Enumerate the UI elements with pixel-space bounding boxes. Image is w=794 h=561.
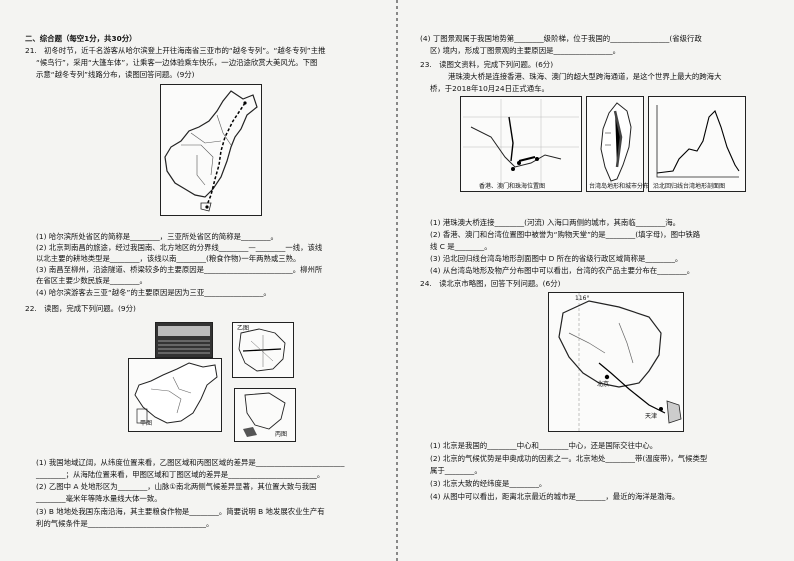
- q23-line: 23. 读图文资料，完成下列问题。(6分): [420, 60, 554, 69]
- jia-label: 甲图: [140, 420, 153, 427]
- q22-answer: ________毫米年等降水量线大体一致。: [36, 494, 162, 503]
- beijing-map: 116° 北京 天津: [548, 292, 684, 432]
- q23-answer: (3) 沿北回归线台湾岛地形剖面图中 D 所在的省级行政区域简称是_______…: [430, 254, 683, 263]
- tianjin-label: 天津: [645, 413, 658, 420]
- right-page: (4) 丁图景观属于我国地势第________级阶梯，位于我国的________…: [400, 0, 794, 561]
- q21-line: 示意“越冬专列”线路分布，读图回答问题。(9分): [36, 70, 195, 79]
- taiwan-map: 台湾岛地形和城市分布: [586, 96, 649, 192]
- q23-line: 桥，于2018年10月24日正式通车。: [430, 84, 549, 93]
- ding-photo: [155, 322, 213, 358]
- q21-answer: (1) 哈尔滨所处省区的简称是________，三亚所处省区的简称是______…: [36, 232, 278, 241]
- q22-answer: (3) B 地地处我国东南沿海，其主要粮食作物是________。简要说明 B …: [36, 507, 325, 516]
- q22-answer: 利的气候条件是________________________________。: [36, 519, 214, 528]
- bing-map: 丙图: [234, 388, 296, 442]
- q23-line: 港珠澳大桥是连接香港、珠海、澳门的超大型跨海通道，是这个世界上最大的跨海大: [448, 72, 722, 81]
- q22-answer: (1) 我国地域辽阔，从纬度位置来看，乙图区域和丙图区域的差异是________…: [36, 458, 345, 467]
- q23-answer: (2) 香港、澳门和台湾位置图中被誉为“购物天堂”的是________(填字母)…: [430, 230, 701, 239]
- china-rail-map: [160, 84, 262, 216]
- q21-answer: (3) 南昌至柳州，沿途隧道、桥梁较多的主要原因是_______________…: [36, 265, 323, 274]
- q22-cont: (4) 丁图景观属于我国地势第________级阶梯，位于我国的________…: [420, 34, 702, 43]
- q24-answer: (4) 从图中可以看出，距离北京最近的城市是________，最近的海洋是渤海。: [430, 492, 680, 501]
- q22-answer: ________；从海陆位置来看，甲图区域和丁图区域的差异是__________…: [36, 470, 325, 479]
- beijing-label: 北京: [597, 381, 610, 388]
- page-divider: [396, 0, 398, 561]
- q23-answer: 线 C 是________。: [430, 242, 492, 251]
- longitude-label: 116°: [575, 295, 590, 302]
- q22-title: 22. 读图，完成下列问题。(9分): [25, 304, 136, 313]
- q21-answer: 以北主要的耕地类型是________，该线以南________(粮食作物)一年两…: [36, 254, 301, 263]
- q21-line: 21. 初冬时节，近千名游客从哈尔滨登上开往海南省三亚市的“越冬专列”。“越冬专…: [25, 46, 326, 55]
- map2-caption: 台湾岛地形和城市分布: [589, 183, 650, 190]
- section-title: 二、综合题（每空1分，共30分）: [25, 34, 137, 43]
- yi-map: 乙图: [232, 322, 294, 378]
- q24-answer: (3) 北京大致的经纬度是________。: [430, 479, 547, 488]
- q21-answer: (4) 哈尔滨游客去三亚“越冬”的主要原因是因为三亚______________…: [36, 288, 271, 297]
- q23-answer: (4) 从台湾岛地形及物产分布图中可以看出，台湾的农产品主要分布在_______…: [430, 266, 695, 275]
- hk-macau-zhuhai-map: 香港、澳门和珠海位置图: [460, 96, 582, 192]
- left-page: 二、综合题（每空1分，共30分） 21. 初冬时节，近千名游客从哈尔滨登上开往海…: [0, 0, 394, 561]
- bing-label: 丙图: [275, 431, 288, 438]
- map1-caption: 香港、澳门和珠海位置图: [479, 183, 546, 190]
- china-map-small: [128, 358, 222, 432]
- q22-answer: (2) 乙图中 A 处地形区为________，山脉①南北两侧气候差异显著，其位…: [36, 482, 317, 491]
- q23-answer: (1) 港珠澳大桥连接________(河流) 入海口两侧的城市，其南临____…: [430, 218, 681, 227]
- q21-line: “候鸟行”，采用“大篷车体”，让乘客一边体验乘车快乐，一边沿途欣赏大美风光。下图: [36, 58, 318, 67]
- map3-caption: 沿北回归线台湾地形剖面图: [653, 183, 726, 190]
- taiwan-profile: 沿北回归线台湾地形剖面图: [648, 96, 746, 192]
- q22-cont: 区) 境内，形成丁图景观的主要原因是________________。: [430, 46, 621, 55]
- yi-label: 乙图: [237, 325, 250, 332]
- q24-title: 24. 读北京市略图，回答下列问题。(6分): [420, 279, 561, 288]
- q21-answer: (2) 北京到南昌的旅途，经过我国南、北方地区的分界线________—____…: [36, 243, 323, 252]
- q24-answer: (1) 北京是我国的________中心和________中心，还是国际交往中心…: [430, 441, 658, 450]
- q21-answer: 在省区主要少数民族是________。: [36, 276, 147, 285]
- q24-answer: 属于________。: [430, 466, 482, 475]
- q24-answer: (2) 北京的气候优势是申奥成功的因素之一。北京地处________带(温度带)…: [430, 454, 708, 463]
